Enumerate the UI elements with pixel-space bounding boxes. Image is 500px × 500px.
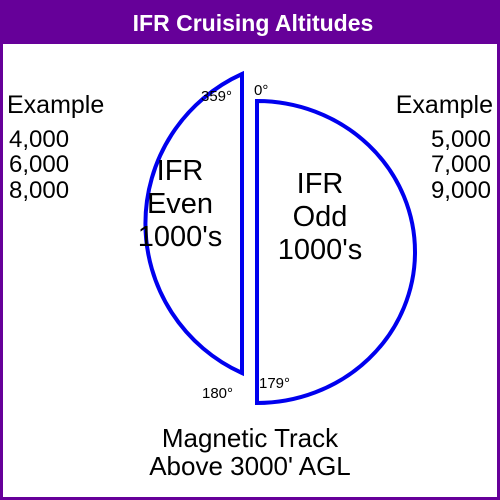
right-label-line-3: 1000's xyxy=(278,234,363,266)
footer-line-1: Magnetic Track xyxy=(162,423,339,453)
left-example-1: 4,000 xyxy=(9,126,69,153)
left-label-line-1: IFR xyxy=(157,155,204,187)
angle-180-label: 180° xyxy=(202,385,233,402)
angle-359-label: 359° xyxy=(201,88,232,105)
left-example-3: 8,000 xyxy=(9,177,69,204)
angle-179-label: 179° xyxy=(259,375,290,392)
right-example-1: 5,000 xyxy=(431,126,491,153)
left-label-line-2: Even xyxy=(147,188,213,220)
title-bar: IFR Cruising Altitudes xyxy=(3,3,500,44)
right-example-3: 9,000 xyxy=(431,177,491,204)
footer-line-2: Above 3000' AGL xyxy=(149,451,351,481)
angle-0-label: 0° xyxy=(254,82,268,99)
left-half-circle xyxy=(143,70,244,377)
right-example-2: 7,000 xyxy=(431,151,491,178)
right-label-line-1: IFR xyxy=(297,168,344,200)
right-label-line-2: Odd xyxy=(293,201,348,233)
left-example-2: 6,000 xyxy=(9,151,69,178)
page-title: IFR Cruising Altitudes xyxy=(132,10,374,36)
left-label-line-3: 1000's xyxy=(138,221,223,253)
right-example-heading: Example xyxy=(396,91,493,119)
right-half-circle xyxy=(255,98,417,406)
left-example-heading: Example xyxy=(7,91,104,119)
